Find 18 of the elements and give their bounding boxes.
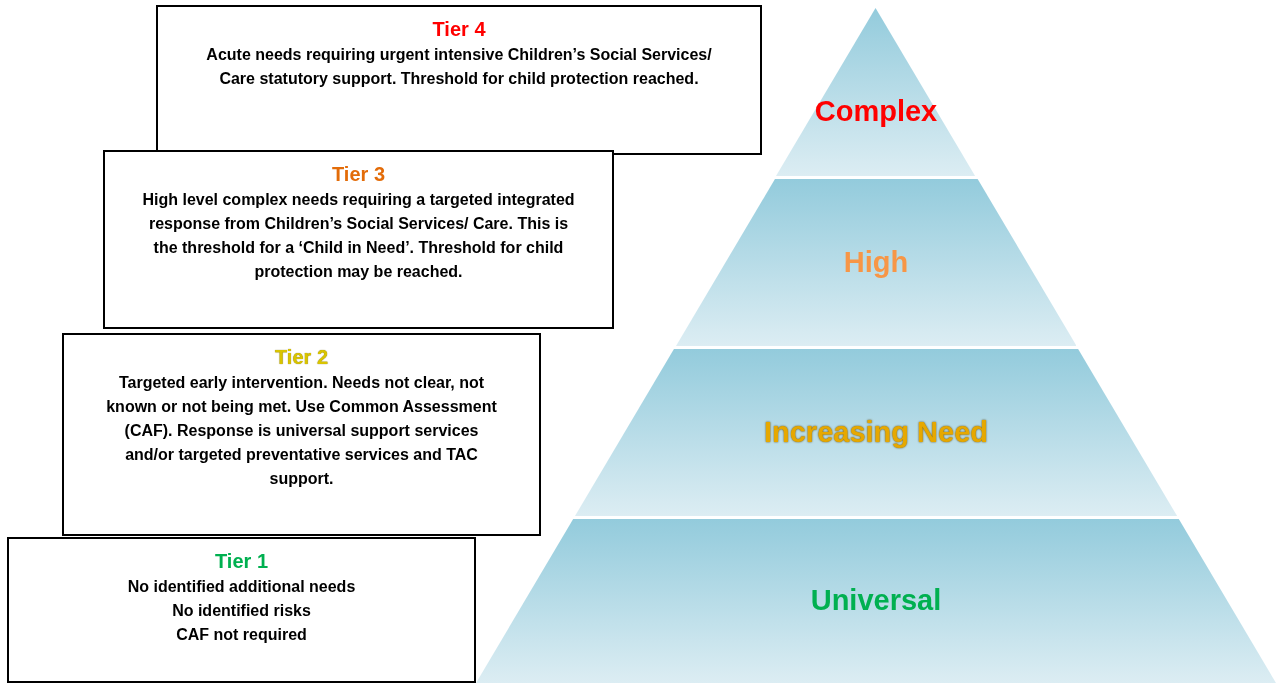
tier-heading: Tier 1 [215,549,268,574]
tier-description: Targeted early intervention. Needs not clear, not known or not being met. Use Common Assessment (CAF). Response is universal support services and/or targeted preventative services and TAC support. [105,373,498,489]
band-label: Increasing Need [763,414,988,450]
band-label: Complex [814,94,938,130]
tier-description: No identified risks [171,601,312,621]
tier-heading: Tier 2 [275,345,328,370]
tier-description: High level complex needs requiring a targeted integrated response from Children’s Social Services/ Care. This is the threshold for a ‘Child in Need’. Threshold for child protection may be reached. [141,190,576,282]
band-label: High [843,244,909,280]
tier-heading: Tier 3 [332,162,385,187]
tier-heading: Tier 4 [432,17,486,42]
tier-box [7,537,476,683]
band-label: Universal [810,583,942,619]
tier-box [103,150,614,329]
tier-description: CAF not required [175,625,308,645]
tier-description: Acute needs requiring urgent intensive Children’s Social Services/ Care statutory support. Threshold for child protection reached. [205,45,713,89]
tier-box [156,5,762,155]
tier-description: No identified additional needs [126,577,357,597]
tier-box [62,333,541,536]
